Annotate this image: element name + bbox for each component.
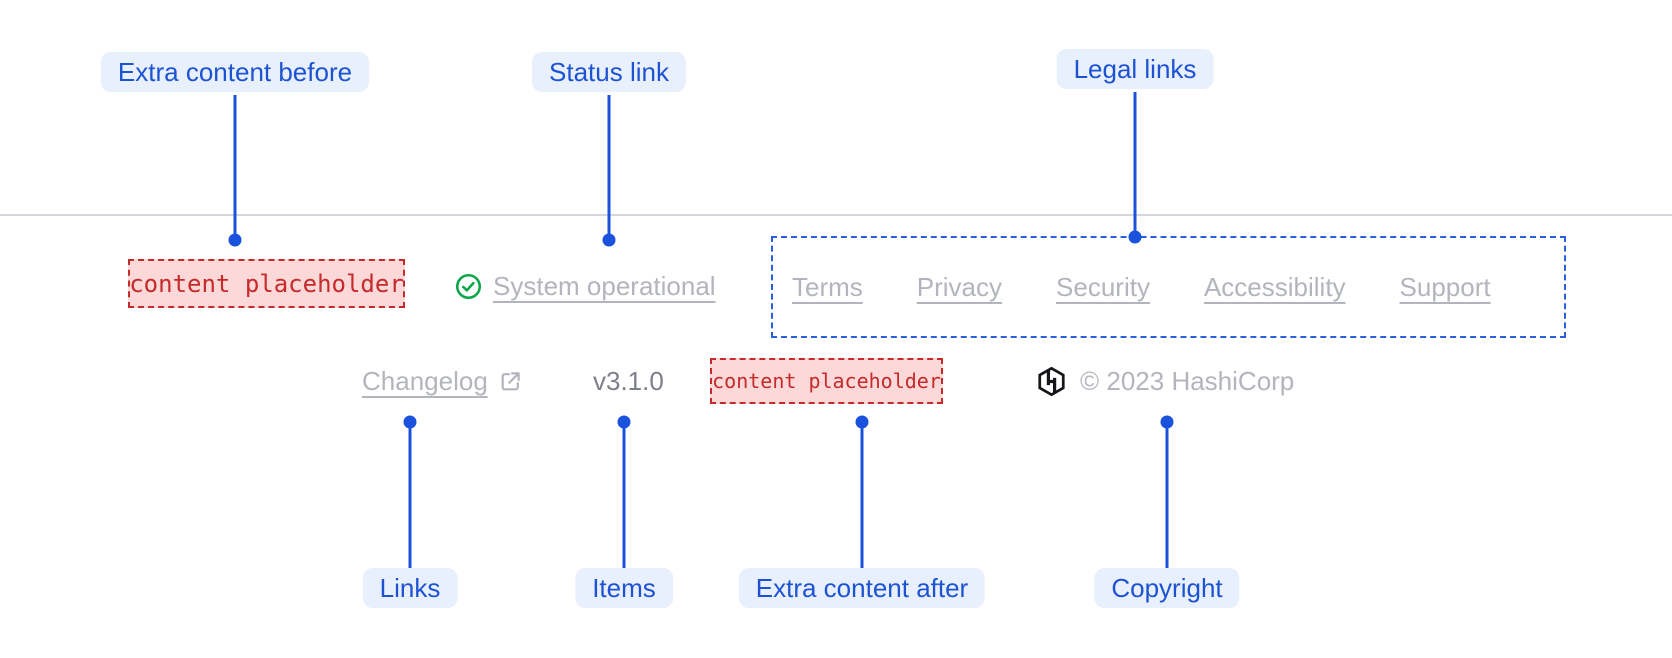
annotation-line (1133, 92, 1137, 237)
hashicorp-logo-icon (1036, 366, 1067, 397)
annotation-label-extra-content-before: Extra content before (100, 52, 370, 92)
annotation-label-legal-links: Legal links (1056, 49, 1214, 89)
annotation-line (607, 95, 611, 241)
annotation-line (1165, 422, 1169, 568)
copyright: © 2023 HashiCorp (1036, 358, 1294, 404)
status-link[interactable]: System operational (455, 261, 716, 311)
annotation-label-status-link: Status link (532, 52, 686, 92)
changelog-link-label: Changelog (362, 365, 488, 396)
extra-content-before-placeholder: content placeholder (128, 259, 405, 308)
page-divider (0, 214, 1672, 216)
annotation-dot (617, 415, 631, 429)
annotation-line (860, 422, 864, 568)
status-link-label: System operational (493, 270, 716, 301)
annotation-dot (228, 233, 242, 247)
annotation-dot (602, 233, 616, 247)
extra-content-after-placeholder: content placeholder (710, 358, 943, 404)
annotation-label-links: Links (362, 568, 458, 608)
annotation-label-extra-content-after: Extra content after (738, 568, 986, 608)
annotation-line (408, 422, 412, 568)
annotation-label-items: Items (575, 568, 673, 608)
legal-link[interactable]: Support (1399, 271, 1491, 302)
legal-links-region: Terms Privacy Security Accessibility Support (771, 236, 1566, 338)
annotation-line (622, 422, 626, 568)
annotation-dot (855, 415, 869, 429)
copyright-text: © 2023 HashiCorp (1080, 365, 1295, 396)
legal-link[interactable]: Terms (792, 271, 863, 302)
annotation-dot (403, 415, 417, 429)
legal-link[interactable]: Privacy (916, 271, 1003, 302)
version-item: v3.1.0 (593, 365, 664, 396)
annotation-line (233, 95, 237, 241)
annotation-label-copyright: Copyright (1094, 568, 1240, 608)
check-circle-icon (455, 273, 482, 300)
external-link-icon (498, 369, 523, 394)
changelog-link[interactable]: Changelog (362, 358, 523, 404)
legal-link[interactable]: Security (1056, 271, 1150, 302)
annotation-dot (1160, 415, 1174, 429)
annotation-dot (1128, 230, 1142, 244)
legal-link[interactable]: Accessibility (1203, 271, 1346, 302)
